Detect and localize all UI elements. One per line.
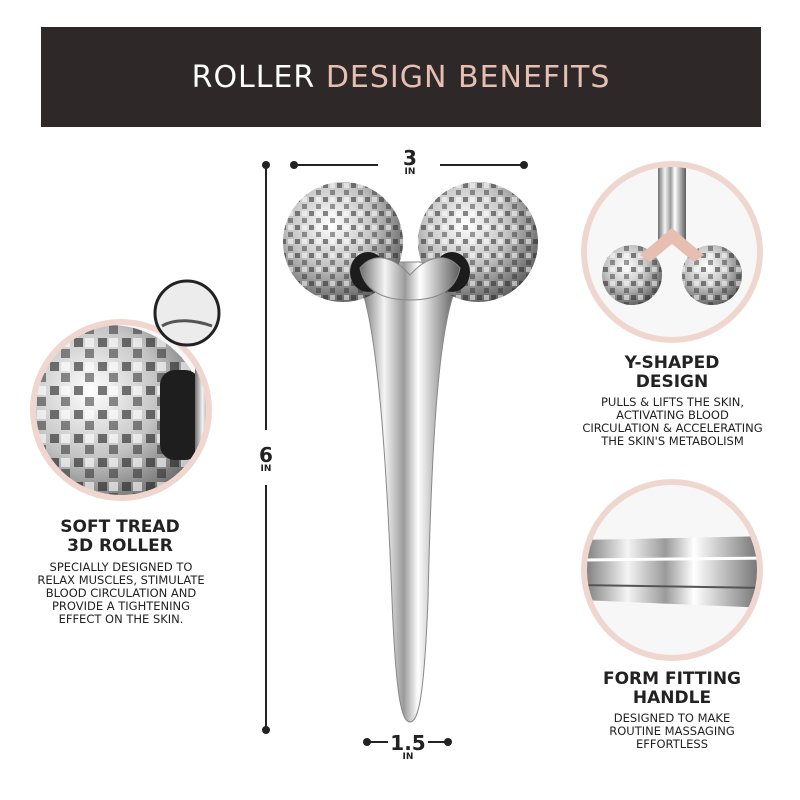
- yshape-desc-line: PULLS & LIFTS THE SKIN,: [600, 395, 745, 409]
- roller-description: SPECIALLY DESIGNED TO RELAX MUSCLES, STI…: [10, 561, 232, 626]
- yshape-desc-line: THE SKIN'S METABOLISM: [601, 434, 744, 448]
- title-banner: ROLLER DESIGN BENEFITS: [41, 27, 761, 127]
- roller-desc-line: BLOOD CIRCULATION AND: [45, 586, 197, 600]
- yshape-heading: Y-SHAPED DESIGN: [572, 354, 772, 392]
- roller-desc-line: EFFECT ON THE SKIN.: [58, 612, 184, 626]
- yshape-heading-line1: Y-SHAPED: [624, 353, 720, 373]
- roller-detail-circle: [30, 279, 221, 501]
- handle-desc-line: DESIGNED TO MAKE: [613, 711, 731, 725]
- height-unit: IN: [260, 464, 272, 474]
- handle-heading: FORM FITTING HANDLE: [572, 670, 772, 708]
- roller-heading: SOFT TREAD 3D ROLLER: [20, 518, 220, 556]
- roller-desc-line: RELAX MUSCLES, STIMULATE: [37, 573, 205, 587]
- handle-description: DESIGNED TO MAKE ROUTINE MASSAGING EFFOR…: [572, 712, 772, 751]
- width-label: 3 IN: [395, 148, 425, 177]
- width-unit: IN: [404, 167, 416, 177]
- roller-heading-line1: SOFT TREAD: [60, 517, 180, 537]
- height-label: 6 IN: [251, 445, 281, 474]
- handle-heading-line1: FORM FITTING: [602, 669, 742, 689]
- roller-desc-line: SPECIALLY DESIGNED TO: [49, 560, 193, 574]
- width-value: 3: [403, 146, 417, 170]
- base-label: 1.5 IN: [388, 733, 428, 762]
- base-value: 1.5: [390, 731, 426, 755]
- yshape-desc-line: CIRCULATION & ACCELERATING: [582, 421, 763, 435]
- handle-desc-line: EFFORTLESS: [636, 737, 708, 751]
- height-value: 6: [259, 443, 273, 467]
- title-accent: DESIGN BENEFITS: [325, 59, 611, 95]
- y-shape-detail-circle: [581, 161, 763, 343]
- handle-heading-line2: HANDLE: [632, 688, 712, 708]
- handle-desc-line: ROUTINE MASSAGING: [609, 724, 735, 738]
- width-dimension-line: [290, 161, 528, 169]
- height-dimension-line: [262, 161, 270, 734]
- yshape-description: PULLS & LIFTS THE SKIN, ACTIVATING BLOOD…: [560, 396, 785, 448]
- base-unit: IN: [402, 752, 414, 762]
- handle-detail-circle: [581, 479, 763, 661]
- page-title: ROLLER DESIGN BENEFITS: [192, 60, 611, 95]
- roller-product-image: [283, 182, 538, 723]
- base-dimension-line: [363, 738, 452, 746]
- title-main: ROLLER: [191, 59, 316, 95]
- yshape-heading-line2: DESIGN: [635, 372, 709, 392]
- roller-desc-line: PROVIDE A TIGHTENING: [51, 599, 191, 613]
- roller-heading-line2: 3D ROLLER: [67, 536, 173, 556]
- yshape-desc-line: ACTIVATING BLOOD: [616, 408, 729, 422]
